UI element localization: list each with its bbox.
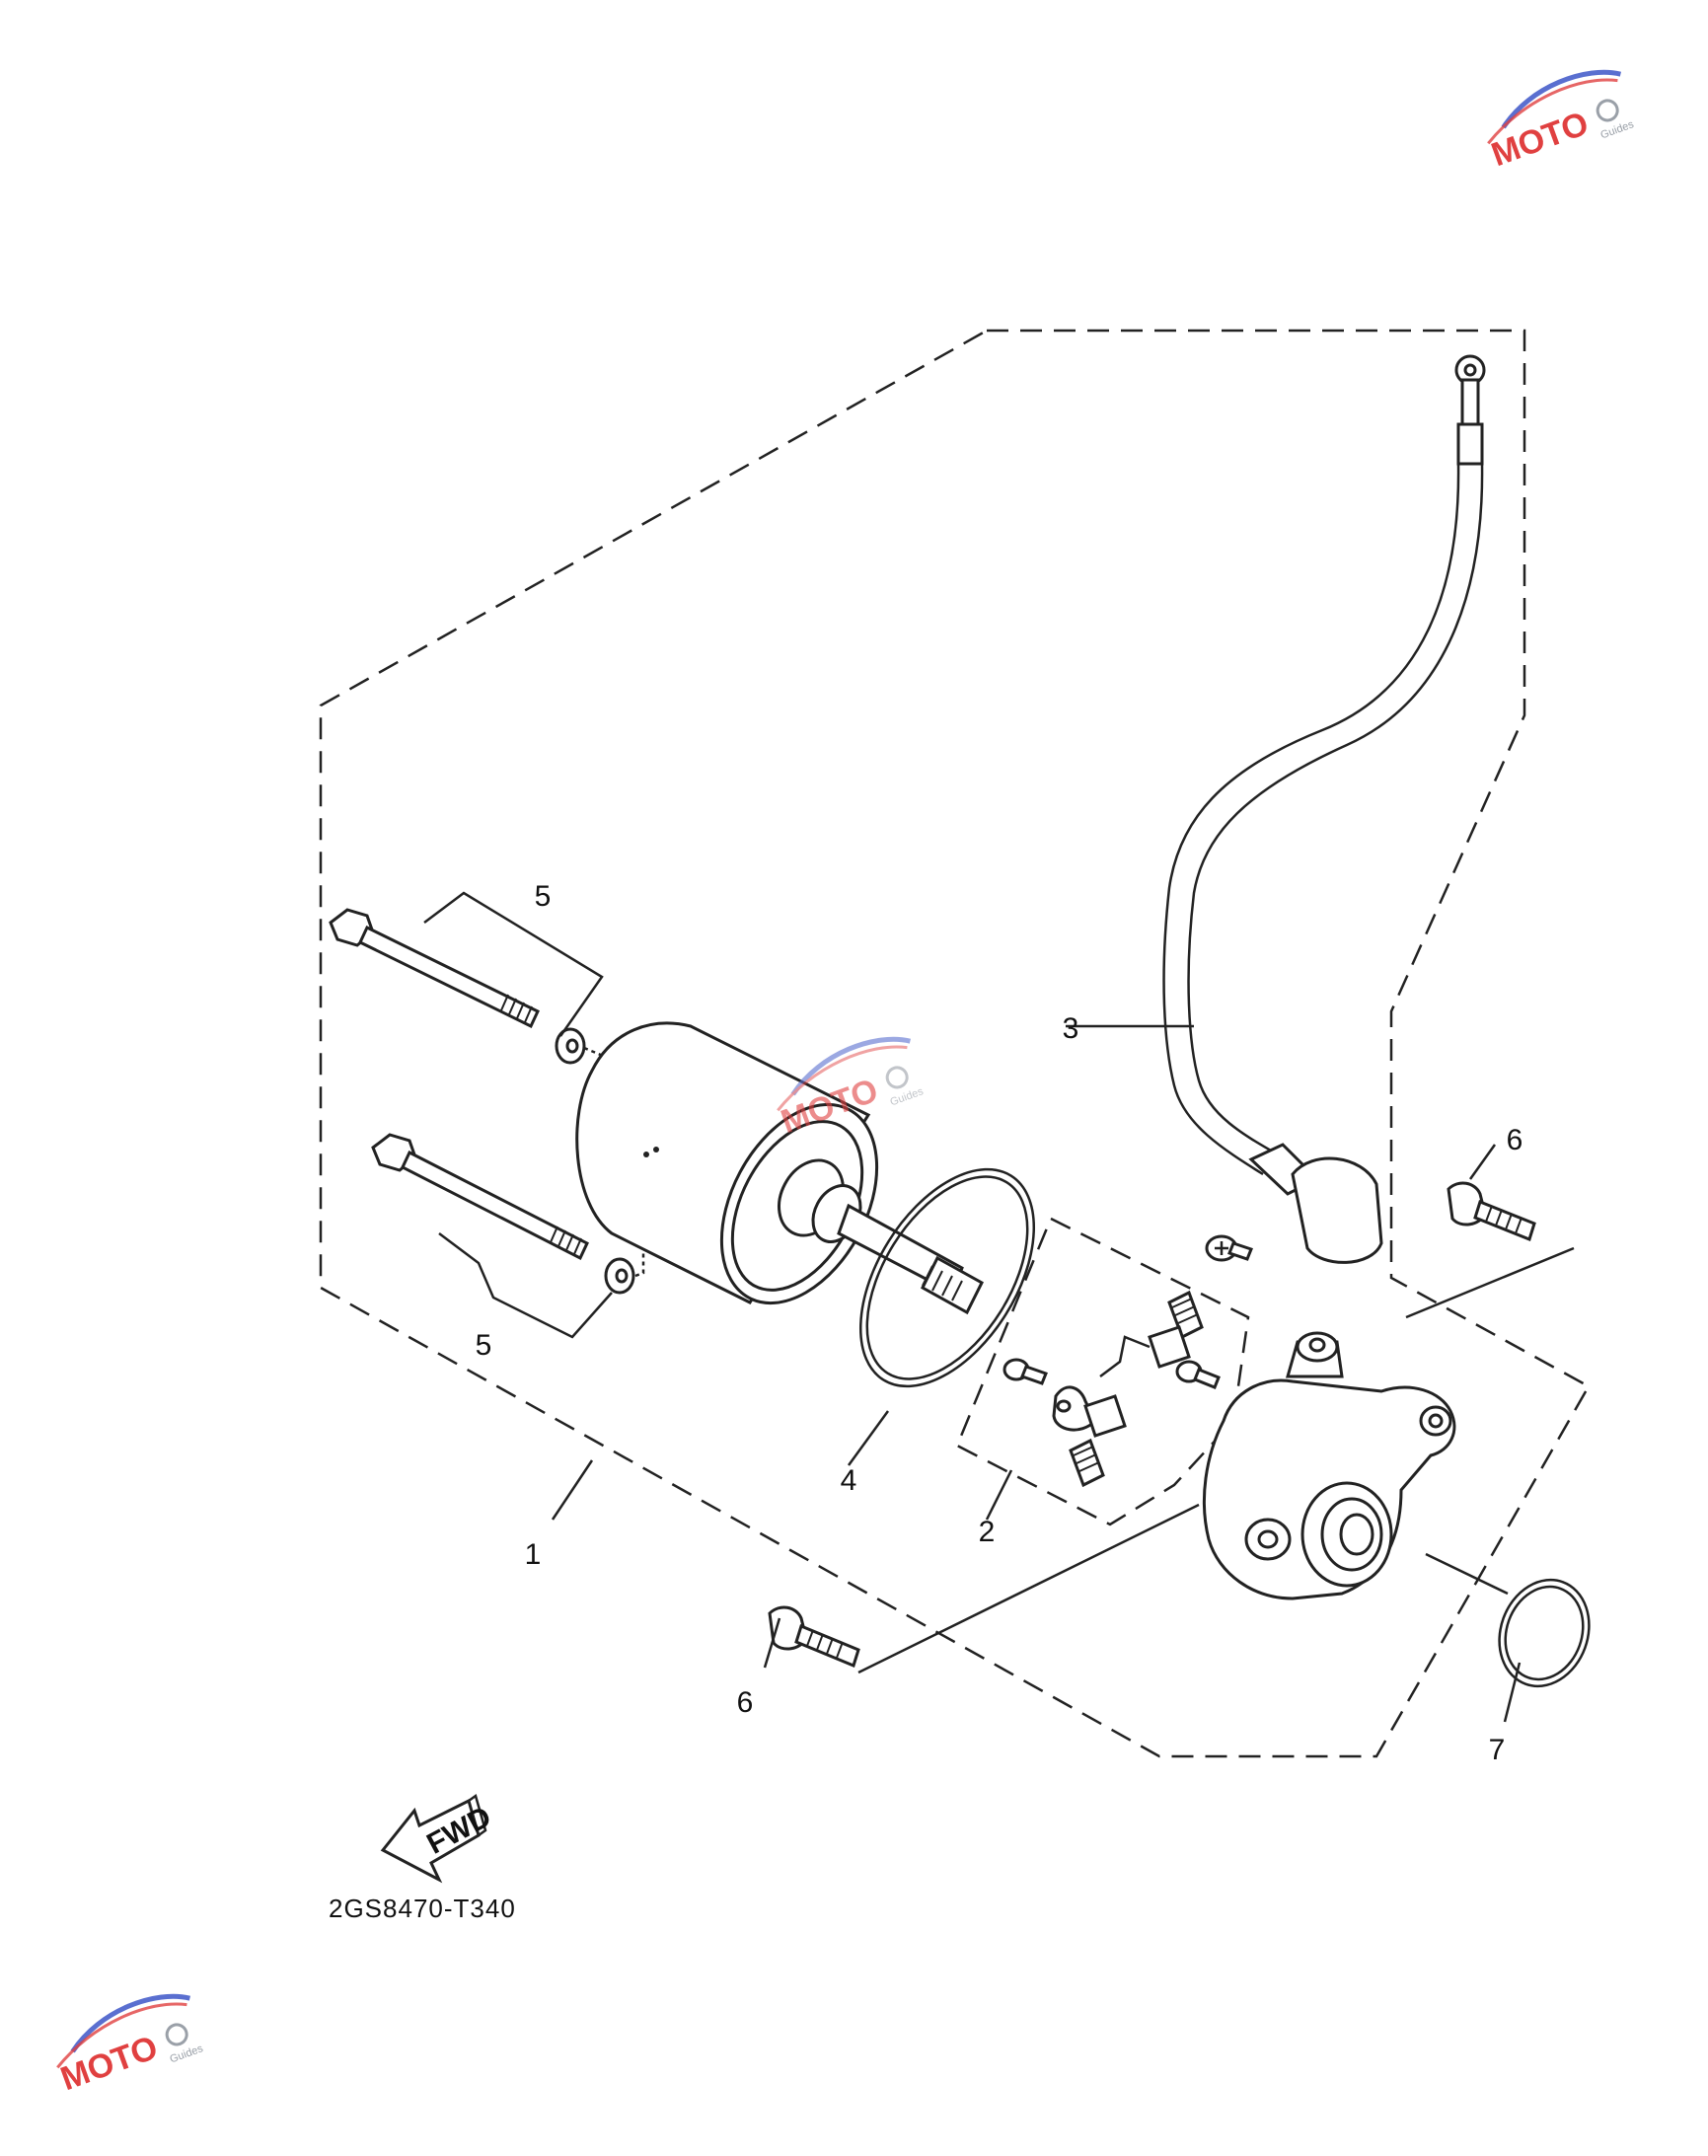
watermark-logo-center-subtext: Guides bbox=[889, 1085, 926, 1108]
callout-7: 7 bbox=[1489, 1734, 1506, 1766]
long-bolt-upper bbox=[329, 908, 540, 1029]
brush-kit-dashed-outline bbox=[955, 1217, 1250, 1526]
starter-motor bbox=[575, 1021, 984, 1315]
washer-upper bbox=[555, 1027, 586, 1065]
brush-kit-parts bbox=[1003, 1290, 1221, 1488]
o-ring-small bbox=[1498, 1578, 1591, 1688]
long-bolt-lower bbox=[371, 1133, 589, 1261]
screw-upper-right bbox=[1447, 1181, 1536, 1241]
starter-cable bbox=[1162, 354, 1486, 1264]
callout-6-lower: 6 bbox=[737, 1686, 754, 1719]
watermark-logo-top-right: MOTO Guides bbox=[1487, 69, 1636, 174]
watermark-logo-bottom-left-text: MOTO bbox=[56, 2029, 163, 2098]
watermark-logo-bottom-left: MOTO Guides bbox=[56, 1993, 205, 2098]
callout-1: 1 bbox=[525, 1538, 542, 1571]
screw-lower-left bbox=[768, 1605, 860, 1669]
watermark-logo-top-right-subtext: Guides bbox=[1599, 118, 1636, 141]
callout-5-lower: 5 bbox=[476, 1329, 492, 1362]
callout-6-upper: 6 bbox=[1507, 1124, 1523, 1156]
small-screw bbox=[1205, 1234, 1253, 1262]
leader-lines bbox=[423, 891, 1575, 1723]
assembly-dashed-outline bbox=[319, 329, 1591, 1758]
fwd-arrow-icon: FWD bbox=[380, 1793, 496, 1884]
callout-2: 2 bbox=[979, 1516, 996, 1548]
watermark-logo-bottom-left-subtext: Guides bbox=[169, 2043, 205, 2065]
o-ring-large bbox=[858, 1167, 1036, 1388]
gear-icon bbox=[1596, 99, 1619, 122]
callout-3: 3 bbox=[1063, 1012, 1079, 1045]
callout-4: 4 bbox=[841, 1464, 857, 1497]
washer-lower bbox=[604, 1257, 635, 1295]
watermark-logo-top-right-text: MOTO bbox=[1487, 105, 1594, 174]
end-cover-housing bbox=[1202, 1331, 1456, 1600]
gear-icon bbox=[885, 1066, 909, 1089]
callout-5-upper: 5 bbox=[535, 880, 552, 913]
gear-icon bbox=[165, 2023, 188, 2046]
diagram-code: 2GS8470-T340 bbox=[329, 1894, 516, 1923]
